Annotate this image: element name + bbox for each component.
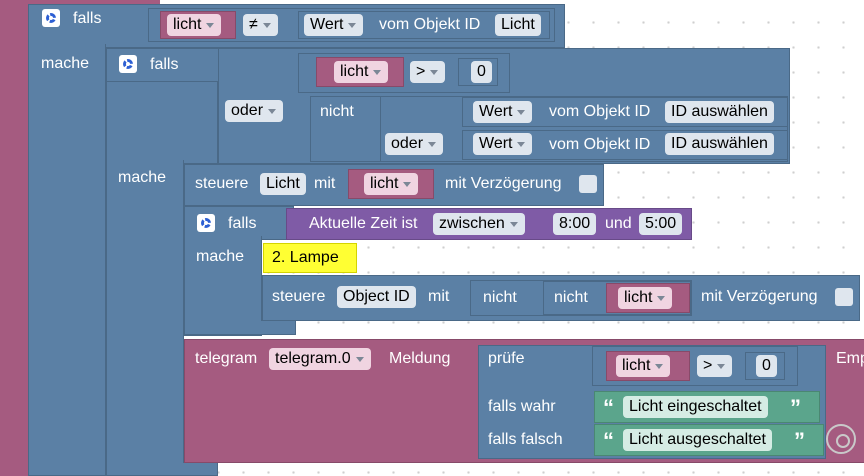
outer-if-do-label: mache [41, 55, 90, 72]
start-time-field[interactable]: 8:00 [553, 213, 597, 235]
time-if-block-bottom [184, 321, 296, 335]
object-id-field[interactable]: Licht [260, 173, 306, 195]
variable-dropdown[interactable]: licht [616, 355, 671, 377]
telegram-instance-dropdown[interactable]: telegram.0 [269, 348, 371, 370]
variable-dropdown[interactable]: licht [364, 173, 419, 195]
inner-if-block-bottom [106, 463, 218, 476]
delay-checkbox[interactable] [579, 175, 597, 193]
object-label: vom Objekt ID [549, 103, 651, 120]
message-label: Meldung [389, 350, 451, 367]
gear-icon[interactable] [119, 55, 137, 73]
object-id-field[interactable]: ID auswählen [665, 133, 774, 155]
object-label: vom Objekt ID [379, 16, 481, 33]
telegram-keyword: telegram [195, 350, 258, 367]
object-id-field[interactable]: Licht [495, 14, 541, 36]
time-mode-dropdown[interactable]: zwischen [433, 213, 525, 235]
gear-icon[interactable] [197, 214, 215, 232]
delay-label: mit Verzögerung [701, 288, 818, 305]
object-id-field[interactable]: Object ID [337, 286, 416, 308]
close-quote-icon: ” [794, 428, 805, 453]
true-text-field[interactable]: Licht eingeschaltet [623, 396, 768, 418]
open-quote-icon: “ [603, 395, 614, 420]
gear-icon[interactable] [42, 9, 60, 27]
number-field[interactable]: 0 [471, 61, 492, 83]
delay-checkbox[interactable] [835, 288, 853, 306]
value-dropdown[interactable]: Wert [473, 133, 533, 155]
time-if-do-label: mache [196, 248, 245, 265]
recipient-label: Emp [836, 350, 864, 367]
inner-if-do-label: mache [118, 169, 167, 186]
variable-dropdown[interactable]: licht [167, 14, 222, 36]
and-label: und [605, 215, 632, 232]
variable-dropdown[interactable]: licht [618, 287, 673, 309]
time-if-keyword: falls [228, 215, 257, 232]
control-keyword: steuere [195, 175, 249, 192]
comment-text: 2. Lampe [272, 249, 339, 266]
outer-event-block-top [0, 0, 160, 4]
object-label: vom Objekt ID [549, 136, 651, 153]
with-label: mit [428, 288, 450, 305]
operator-dropdown[interactable]: > [697, 355, 733, 377]
inner-if-keyword: falls [150, 56, 179, 73]
or-dropdown[interactable]: oder [385, 133, 444, 155]
ternary-keyword: prüfe [488, 350, 525, 367]
inner-if-block-arm [106, 160, 184, 472]
trash-icon[interactable] [826, 424, 856, 454]
time-if-block-arm [184, 236, 262, 336]
with-label: mit [314, 175, 336, 192]
outer-if-keyword: falls [73, 10, 102, 27]
outer-if-block-arm [28, 44, 106, 476]
value-dropdown[interactable]: Wert [304, 14, 364, 36]
not-label: nicht [320, 103, 354, 120]
or-dropdown[interactable]: oder [225, 100, 284, 122]
delay-label: mit Verzögerung [445, 175, 562, 192]
true-label: falls wahr [488, 398, 556, 415]
close-quote-icon: ” [790, 395, 801, 420]
comment-bubble[interactable] [263, 243, 357, 273]
false-text-field[interactable]: Licht ausgeschaltet [623, 429, 772, 451]
operator-dropdown[interactable]: ≠ [243, 14, 278, 36]
open-quote-icon: “ [603, 428, 614, 453]
not-label: nicht [554, 289, 588, 306]
control-keyword: steuere [272, 288, 326, 305]
value-dropdown[interactable]: Wert [473, 101, 533, 123]
number-field[interactable]: 0 [756, 355, 777, 377]
time-label: Aktuelle Zeit ist [309, 215, 418, 232]
not-label: nicht [483, 289, 517, 306]
end-time-field[interactable]: 5:00 [639, 213, 683, 235]
inner-if-block-condition-area [106, 82, 218, 164]
outer-event-block-spine [0, 0, 28, 476]
variable-dropdown[interactable]: licht [334, 61, 389, 83]
false-label: falls falsch [488, 431, 563, 448]
object-id-field[interactable]: ID auswählen [665, 101, 774, 123]
operator-dropdown[interactable]: > [410, 61, 446, 83]
